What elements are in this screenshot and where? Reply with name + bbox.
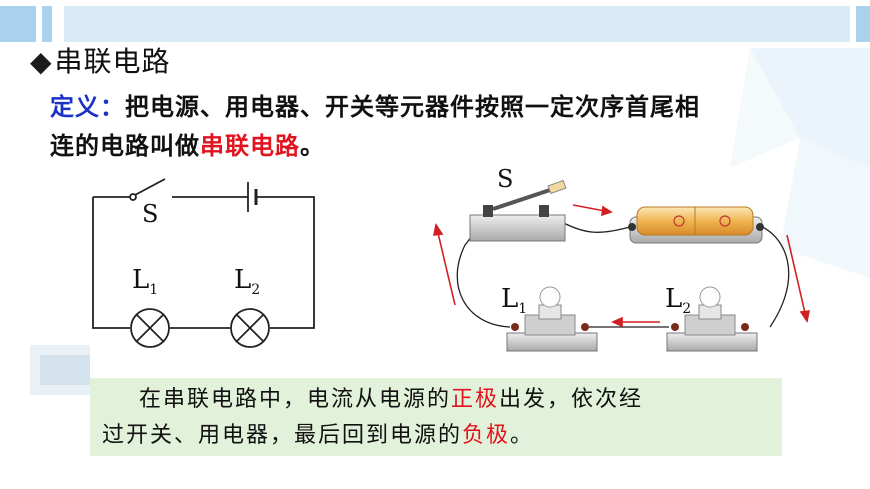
callout-line1: 在串联电路中，电流从电源的正极出发，依次经 <box>139 387 644 412</box>
current-arrow-icon <box>432 222 456 306</box>
lamp1-terminal <box>511 323 519 331</box>
top-banner <box>0 0 870 48</box>
definition-paragraph: 定义：把电源、用电器、开关等元器件按照一定次序首尾相 连的电路叫做串联电路。 <box>50 88 830 166</box>
wire <box>557 219 631 233</box>
switch-contact <box>129 193 137 201</box>
lamp2-label: L2 <box>234 265 260 298</box>
banner-bar <box>64 6 850 42</box>
diamond-bullet-icon: ◆ <box>30 45 53 78</box>
banner-block <box>0 6 36 42</box>
lamp2-terminal <box>741 323 749 331</box>
current-arrow-icon <box>572 204 613 217</box>
lamp2-bulb-icon <box>699 286 721 308</box>
physical-switch-label: S <box>497 165 513 193</box>
definition-line2-prefix: 连的电路叫做 <box>50 132 200 160</box>
current-arrow-icon <box>611 316 660 328</box>
switch-terminal <box>539 205 549 217</box>
banner-block <box>42 6 52 42</box>
battery-terminal <box>756 223 764 231</box>
page-title: ◆串联电路 <box>30 40 171 80</box>
current-arrow-icon <box>786 234 811 324</box>
lamp1-cross <box>136 314 164 342</box>
watermark-logo <box>30 345 90 395</box>
switch-device <box>469 179 567 242</box>
definition-line2-suffix: 。 <box>300 132 325 160</box>
lamp2-cross <box>236 314 264 342</box>
title-text: 串联电路 <box>54 45 171 78</box>
callout-line2: 过开关、用电器，最后回到电源的负极。 <box>102 423 535 448</box>
switch-label: S <box>142 200 158 228</box>
lamp2-terminal <box>671 323 679 331</box>
definition-term: 串联电路 <box>200 132 300 160</box>
wire <box>92 197 130 329</box>
lamp2-device <box>666 286 758 352</box>
switch-lever <box>492 187 554 211</box>
definition-label: 定义： <box>50 93 125 121</box>
negative-term: 负极 <box>462 423 511 448</box>
wire <box>757 224 790 328</box>
battery-terminal <box>628 223 636 231</box>
switch-terminal <box>483 205 493 217</box>
schematic-diagram: S L1 L2 <box>92 178 315 348</box>
summary-callout: 在串联电路中，电流从电源的正极出发，依次经 过开关、用电器，最后回到电源的负极。 <box>90 378 782 456</box>
background-decoration <box>730 48 870 278</box>
lamp1-label: L1 <box>132 265 158 298</box>
wire <box>256 196 315 329</box>
positive-term: 正极 <box>451 387 500 412</box>
switch-handle <box>547 179 567 195</box>
battery-device <box>628 206 764 244</box>
switch-blade <box>134 178 166 196</box>
lamp1-bulb-icon <box>539 286 561 308</box>
lamp1-device <box>506 286 598 352</box>
banner-block <box>856 6 870 42</box>
definition-line1: 把电源、用电器、开关等元器件按照一定次序首尾相 <box>125 93 700 121</box>
physical-lamp2-label: L2 <box>665 284 691 317</box>
plus-icon <box>719 215 731 227</box>
physical-circuit-diagram: S L1 L2 <box>432 165 811 352</box>
physical-lamp1-label: L1 <box>501 284 527 317</box>
plus-icon <box>673 215 685 227</box>
lamp1-terminal <box>581 323 589 331</box>
